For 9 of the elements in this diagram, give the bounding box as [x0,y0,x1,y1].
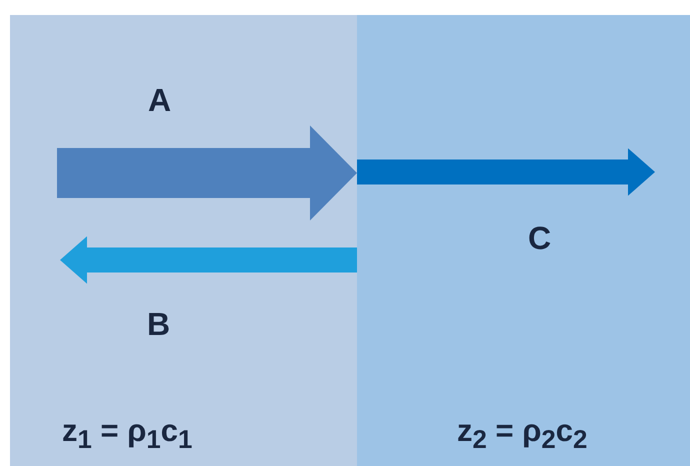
edge-label: B [147,306,170,343]
medium-region [357,15,690,466]
impedance-formula: z$_{1}$ = ρ$_{1}$c$_{1}$ [62,413,192,456]
edge-label: A [148,82,172,119]
edge-label: C [528,220,552,257]
arrow [57,126,357,220]
impedance-formula: z$_{2}$ = ρ$_{2}$c$_{2}$ [457,413,588,456]
arrow [357,148,655,196]
arrow [60,236,357,284]
